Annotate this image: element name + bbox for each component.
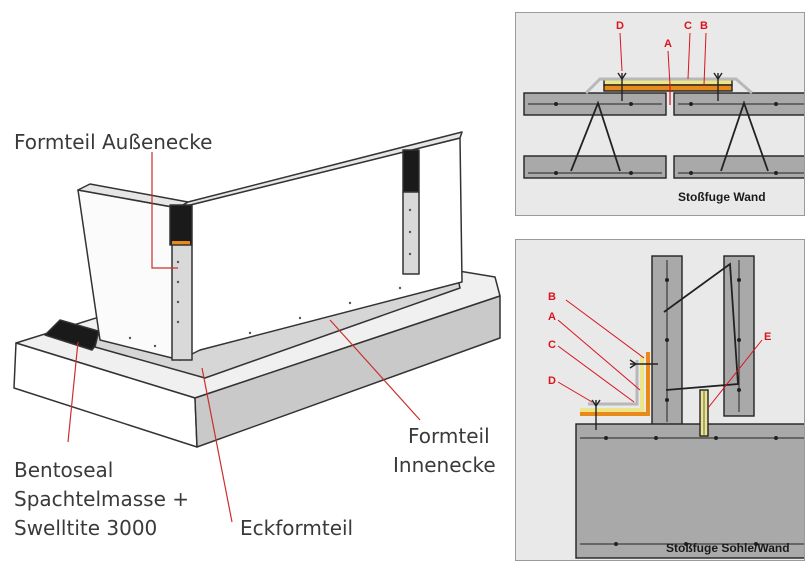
label-bentoseal-line1: Bentoseal bbox=[14, 458, 114, 482]
wall-joint-caption: Stoßfuge Wand bbox=[678, 190, 766, 204]
base-slab bbox=[575, 423, 804, 559]
lower-element-right bbox=[673, 155, 804, 179]
label-corner-piece: Eckformteil bbox=[240, 516, 354, 540]
slab-joint-letter-b: B bbox=[548, 291, 556, 303]
label-bentoseal-line3: Swelltite 3000 bbox=[14, 516, 158, 540]
label-outer-corner: Formteil Außenecke bbox=[14, 130, 213, 154]
cover-sheet bbox=[584, 77, 753, 95]
leader-inner-corner bbox=[329, 319, 421, 421]
l-tape-orange bbox=[580, 352, 650, 416]
slab-joint-caption: Stoßfuge Sohle/Wand bbox=[666, 541, 790, 555]
outer-corner-metal-strip bbox=[171, 244, 193, 361]
tape-layer-b bbox=[603, 84, 733, 92]
slab-wall-joint-drawing: B A C D E Stoßfuge Sohle/Wand bbox=[548, 255, 804, 559]
foundation-slab-side bbox=[194, 295, 501, 448]
inner-corner-metal-strip bbox=[402, 191, 420, 275]
slab-joint-letter-d: D bbox=[548, 375, 556, 387]
outer-corner-piece-orange bbox=[172, 241, 190, 245]
l-cover-sheet bbox=[588, 360, 639, 406]
slab-joint-letter-e: E bbox=[764, 331, 771, 343]
slab-joint-letter-a: A bbox=[548, 311, 556, 323]
wall-joint-letter-b: B bbox=[700, 20, 708, 32]
wall-joint-letter-c: C bbox=[684, 20, 692, 32]
outer-corner-piece-black bbox=[169, 204, 193, 246]
label-inner-corner-line1: Formteil bbox=[408, 424, 490, 448]
wall-board-front-top bbox=[177, 131, 463, 209]
leader-bentoseal bbox=[67, 341, 79, 443]
panel-wall-joint: D C B A Stoßfuge Wand bbox=[515, 12, 805, 216]
slab-joint-letter-c: C bbox=[548, 339, 556, 351]
leader-corner-piece bbox=[201, 367, 233, 523]
label-bentoseal-line2: Spachtelmasse + bbox=[14, 487, 190, 511]
leader-outer-corner bbox=[151, 152, 178, 269]
wall-joint-letter-d: D bbox=[616, 20, 624, 32]
l-tape-yellow bbox=[580, 356, 644, 412]
wall-joint-letter-a: A bbox=[664, 38, 672, 50]
wall-joint-drawing: D C B A Stoßfuge Wand bbox=[523, 20, 804, 204]
panel-slab-wall-joint: B A C D E Stoßfuge Sohle/Wand bbox=[515, 239, 805, 561]
lower-element-left bbox=[523, 155, 667, 179]
inner-corner-piece-black bbox=[402, 149, 420, 193]
label-inner-corner-line2: Innenecke bbox=[393, 453, 496, 477]
wall-isometric-drawing bbox=[13, 131, 501, 523]
